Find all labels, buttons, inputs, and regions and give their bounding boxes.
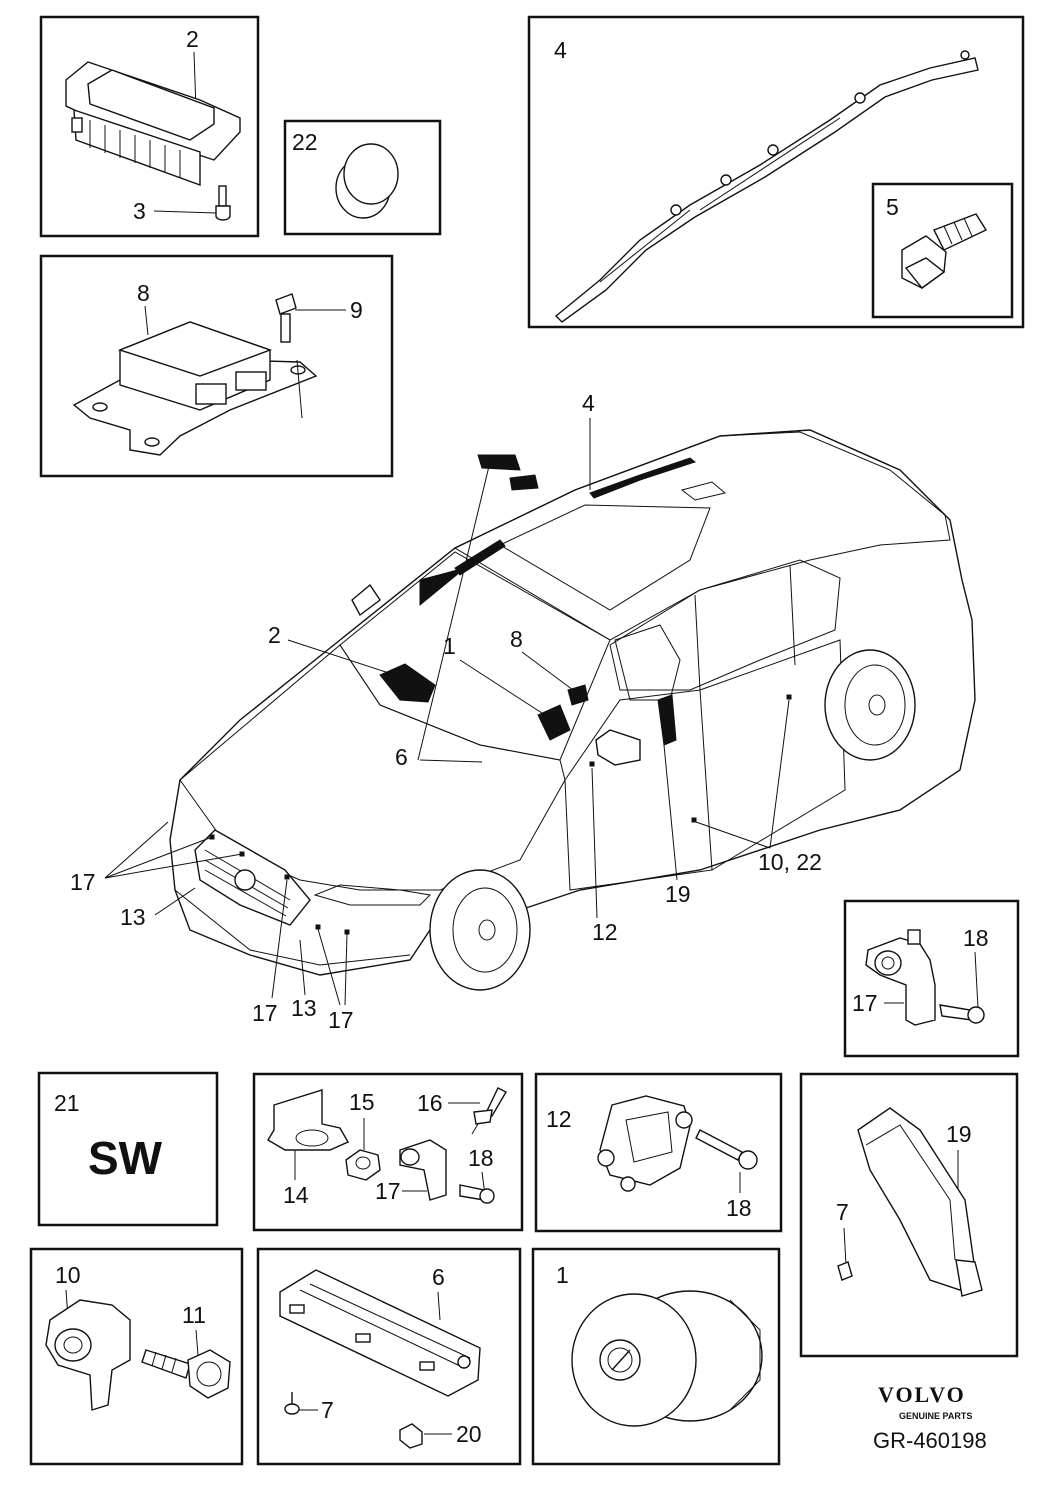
panel-part-6-7-20: 6 7 20 (256, 1247, 522, 1466)
brand-tagline: GENUINE PARTS (899, 1411, 972, 1421)
front-wheel (429, 869, 531, 991)
bolt-drawing-11 (141, 1349, 231, 1399)
rear-wheel (824, 649, 916, 761)
diagram-reference: GR-460198 (873, 1428, 987, 1453)
callout-7-box19: 7 (836, 1199, 849, 1225)
nut-drawing-15 (345, 1149, 381, 1181)
callout-car-6: 6 (395, 744, 408, 770)
cap-drawing (335, 143, 399, 219)
side-airbag-drawing-19 (837, 1107, 983, 1297)
callout-8: 8 (137, 280, 150, 306)
callout-car-1: 1 (443, 633, 456, 659)
callout-20: 20 (456, 1421, 482, 1447)
callout-4: 4 (554, 37, 567, 63)
airbag-module-drawing (65, 61, 241, 186)
car-callouts: 4 2 1 8 6 17 13 12 19 10, 22 17 13 17 (70, 390, 822, 1033)
clip-drawing-20 (399, 1423, 423, 1449)
panel-part-19-7: 19 7 (799, 1072, 1019, 1358)
callout-1-box: 1 (556, 1262, 569, 1288)
callout-car-13-left: 13 (120, 904, 146, 930)
callout-car-4: 4 (582, 390, 595, 416)
callout-car-17-bot-a: 17 (252, 1000, 278, 1026)
callout-car-17-left: 17 (70, 869, 96, 895)
callout-22: 22 (292, 129, 318, 155)
panel-part-22: 22 (283, 119, 442, 236)
callout-17-mid: 17 (375, 1178, 401, 1204)
callout-18-box12: 18 (726, 1195, 752, 1221)
knee-airbag-drawing-6 (279, 1269, 481, 1397)
callout-2: 2 (186, 26, 199, 52)
curtain-airbag-drawing (554, 50, 979, 323)
brand-name: VOLVO (878, 1382, 966, 1407)
screw-drawing (215, 185, 231, 221)
sensor-drawing-12 (597, 1095, 758, 1192)
car-drawing (169, 429, 976, 991)
panel-part-12-18: 12 18 (534, 1072, 783, 1233)
panel-software-21: 21 SW (37, 1071, 219, 1227)
brand-block: VOLVO GENUINE PARTS GR-460198 (873, 1382, 987, 1453)
sensor-drawing-10 (45, 1299, 131, 1411)
software-label: SW (88, 1132, 163, 1184)
callout-car-8: 8 (510, 626, 523, 652)
bolt-drawing-5 (901, 213, 988, 289)
callout-19-box: 19 (946, 1121, 972, 1147)
callout-car-12: 12 (592, 919, 618, 945)
bolt-drawing-9 (275, 293, 303, 419)
bracket-drawing-14 (267, 1089, 349, 1151)
callout-14: 14 (283, 1182, 309, 1208)
callout-21: 21 (54, 1090, 80, 1116)
callout-7-box6: 7 (321, 1397, 334, 1423)
control-module-drawing (72, 321, 318, 456)
callout-15: 15 (349, 1089, 375, 1115)
callout-car-2: 2 (268, 622, 281, 648)
callout-5: 5 (886, 194, 899, 220)
callout-10: 10 (55, 1262, 81, 1288)
panel-part-10-11: 10 11 (29, 1247, 244, 1466)
callout-16: 16 (417, 1090, 443, 1116)
rivet-drawing-16 (471, 1087, 507, 1135)
callout-18-mid: 18 (468, 1145, 494, 1171)
screw-drawing-7 (284, 1392, 300, 1415)
callout-car-19: 19 (665, 881, 691, 907)
callout-12-box: 12 (546, 1106, 572, 1132)
crash-sensor-drawing (865, 929, 985, 1026)
callout-car-10-22: 10, 22 (758, 849, 822, 875)
sensor-drawing-17-mid (399, 1139, 495, 1204)
callout-car-13-bot: 13 (291, 995, 317, 1021)
panel-sensor-17-18: 18 17 (843, 899, 1020, 1058)
panel-part-2-3: 2 3 (39, 15, 260, 238)
panel-part-14-18: 15 16 18 14 17 (252, 1072, 524, 1232)
panel-part-8-9: 8 9 (39, 254, 394, 478)
callout-11: 11 (182, 1302, 206, 1328)
callout-6: 6 (432, 1264, 445, 1290)
callout-17-sensor: 17 (852, 990, 878, 1016)
callout-car-17-bot-b: 17 (328, 1007, 354, 1033)
steering-airbag-drawing-1 (571, 1290, 763, 1427)
callout-18-sensor: 18 (963, 925, 989, 951)
panel-part-4-5: 4 5 (527, 15, 1025, 329)
panel-part-1: 1 (531, 1247, 781, 1466)
callout-3: 3 (133, 198, 146, 224)
callout-9: 9 (350, 297, 363, 323)
